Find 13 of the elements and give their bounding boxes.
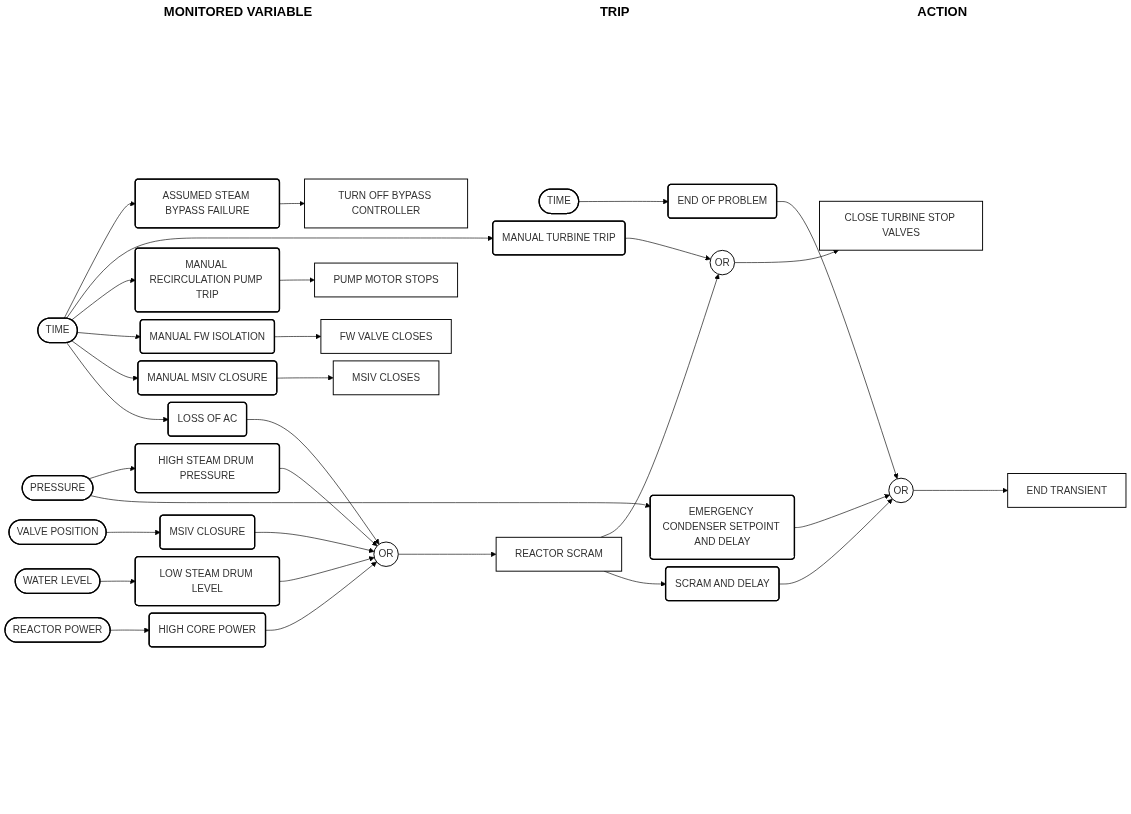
column-heading: TRIP — [599, 4, 630, 19]
node-circle: OR — [888, 477, 914, 504]
node-circle: OR — [373, 541, 399, 567]
node-box: TURN OFF BYPASS CONTROLLER — [304, 178, 469, 229]
node-box: MSIV CLOSES — [332, 360, 440, 396]
node-box: FW VALVE CLOSES — [320, 319, 452, 354]
column-heading: ACTION — [917, 4, 968, 19]
column-heading: MONITORED VARIABLE — [163, 4, 313, 19]
node-box: END TRANSIENT — [1007, 473, 1127, 508]
node-circle: OR — [709, 249, 735, 276]
node-box: REACTOR SCRAM — [495, 536, 623, 572]
node-box: PUMP MOTOR STOPS — [314, 262, 459, 298]
node-box: CLOSE TURBINE STOP VALVES — [819, 200, 984, 251]
